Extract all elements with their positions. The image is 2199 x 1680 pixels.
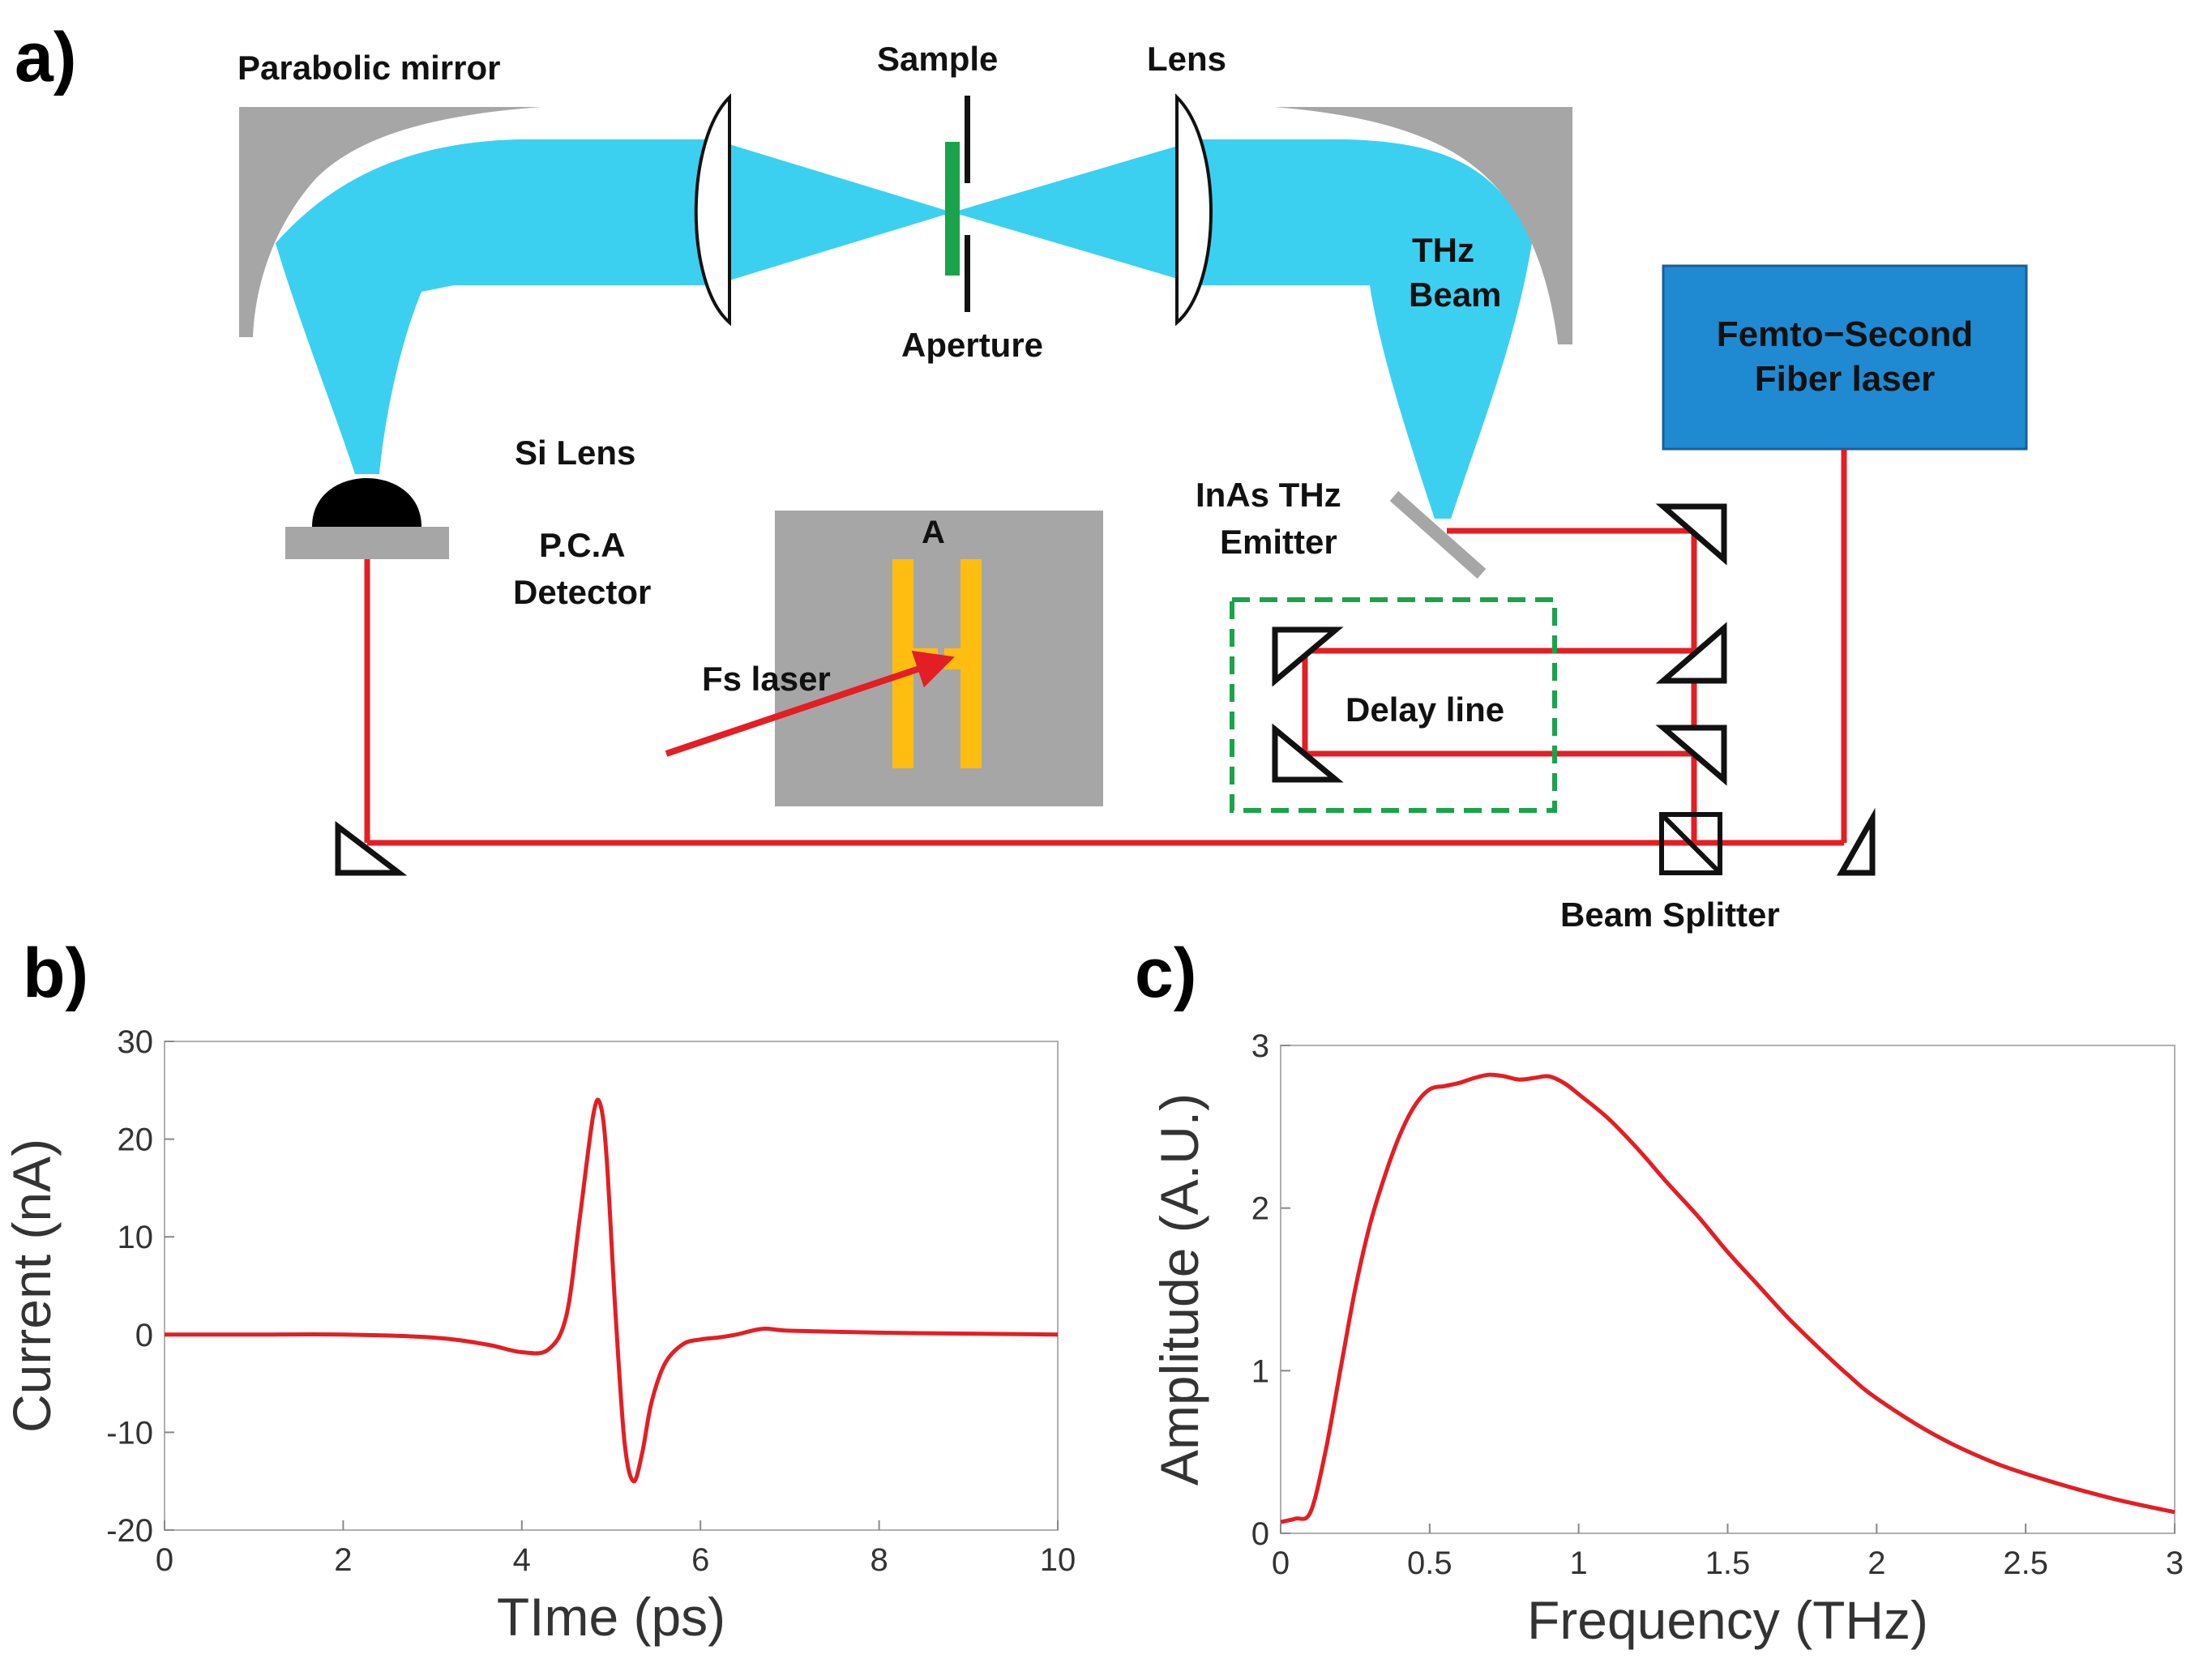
x-tick-label: 10 (1040, 1542, 1076, 1578)
parabolic-mirror-left (239, 107, 541, 337)
x-tick-label: 2.5 (2003, 1545, 2048, 1581)
turning-mirrors (335, 503, 1876, 876)
lens-1 (694, 93, 731, 327)
y-tick-label: 3 (1251, 1028, 1269, 1064)
y-tick-label: 0 (1251, 1516, 1269, 1552)
label-lens: Lens (1147, 40, 1226, 78)
label-fiber-laser-line2: Fiber laser (1755, 359, 1936, 399)
x-axis-label: Frequency (THz) (1527, 1590, 1928, 1650)
thz-beam-left (276, 139, 713, 474)
x-tick-label: 0.5 (1407, 1545, 1452, 1581)
label-emitter-line2: Emitter (1220, 523, 1337, 561)
label-pca-line2: Detector (513, 573, 651, 611)
label-fs-laser: Fs laser (702, 660, 831, 698)
antenna-right-arm (960, 559, 982, 768)
sample (945, 142, 960, 276)
label-aperture: Aperture (901, 326, 1043, 364)
y-tick-label: 2 (1251, 1191, 1269, 1227)
x-tick-label: 1.5 (1705, 1545, 1751, 1581)
antenna-right-feed (944, 648, 960, 669)
label-pca-line1: P.C.A (539, 526, 626, 564)
x-tick-label: 6 (691, 1542, 709, 1578)
x-tick-label: 0 (156, 1542, 173, 1578)
mirror-delay-out (1655, 725, 1727, 786)
mirror-delay-left-bottom (1272, 723, 1344, 783)
x-axis-label: TIme (ps) (497, 1587, 725, 1647)
fs-laser-arrow (665, 650, 955, 757)
y-tick-label: 0 (135, 1318, 153, 1353)
thz-beam-focus-out (952, 139, 1200, 285)
y-tick-label: 1 (1251, 1353, 1269, 1389)
y-axis-label: Current (nA) (2, 1139, 62, 1433)
x-tick-label: 1 (1570, 1545, 1588, 1581)
y-axis-label: Amplitude (A.U.) (1149, 1093, 1209, 1485)
label-fiber-laser-line1: Femto−Second (1717, 314, 1974, 354)
panel-b-label: b) (23, 934, 88, 1012)
thz-beam (276, 139, 1532, 519)
plot-area (1280, 1045, 2175, 1534)
label-inset-a: A (922, 515, 945, 550)
x-tick-label: 2 (1867, 1545, 1885, 1581)
label-emitter-line1: InAs THz (1196, 476, 1341, 514)
aperture-bottom (965, 235, 970, 312)
antenna-inset (665, 511, 1103, 806)
label-si-lens: Si Lens (515, 434, 635, 472)
y-tick-label: 10 (118, 1220, 154, 1255)
y-tick-label: -10 (106, 1415, 153, 1451)
label-beam-splitter: Beam Splitter (1560, 896, 1780, 934)
plot-area (164, 1041, 1059, 1531)
laser-path (364, 449, 1847, 846)
lenses (694, 93, 1213, 327)
data-series-line (1280, 1072, 2175, 1524)
mirror-delay-left-top (1272, 626, 1344, 687)
label-parabolic-mirror: Parabolic mirror (237, 49, 500, 87)
lens-2 (1175, 93, 1213, 327)
label-thz-beam-line1: THz (1412, 231, 1474, 269)
label-sample: Sample (877, 40, 998, 78)
thz-beam-focus-in (713, 139, 952, 285)
pca-detector (285, 527, 449, 559)
y-tick-label: -20 (106, 1513, 153, 1549)
x-tick-label: 4 (513, 1542, 531, 1578)
antenna-left-arm (892, 559, 913, 768)
x-tick-label: 2 (334, 1542, 352, 1578)
fiber-laser-box (1662, 264, 2028, 451)
si-lens (312, 478, 421, 527)
thz-beam-right (1200, 139, 1532, 519)
beam-splitter (1659, 812, 1722, 875)
x-tick-label: 0 (1272, 1545, 1290, 1581)
x-tick-label: 8 (870, 1542, 888, 1578)
diagram-labels: Parabolic mirror Sample Lens Aperture TH… (237, 40, 1973, 934)
y-tick-label: 30 (118, 1024, 154, 1060)
panel-c-label: c) (1135, 934, 1196, 1012)
mirror-delay-in (1655, 622, 1727, 684)
x-tick-label: 3 (2166, 1545, 2184, 1581)
parabolic-mirror-right (1274, 107, 1572, 344)
mirror-emitter-corner (1655, 503, 1727, 566)
data-series-line (164, 1097, 1059, 1484)
mirror-laser (1836, 807, 1876, 876)
y-tick-label: 20 (118, 1122, 154, 1158)
aperture-top (965, 96, 970, 183)
mirror-pca (335, 820, 408, 876)
delay-line-box (1230, 597, 1557, 813)
panel-a-label: a) (15, 19, 76, 96)
label-thz-beam-line2: Beam (1409, 276, 1501, 314)
label-delay-line: Delay line (1345, 690, 1504, 729)
inas-emitter (1389, 491, 1487, 579)
parabolic-mirrors (239, 107, 1572, 344)
